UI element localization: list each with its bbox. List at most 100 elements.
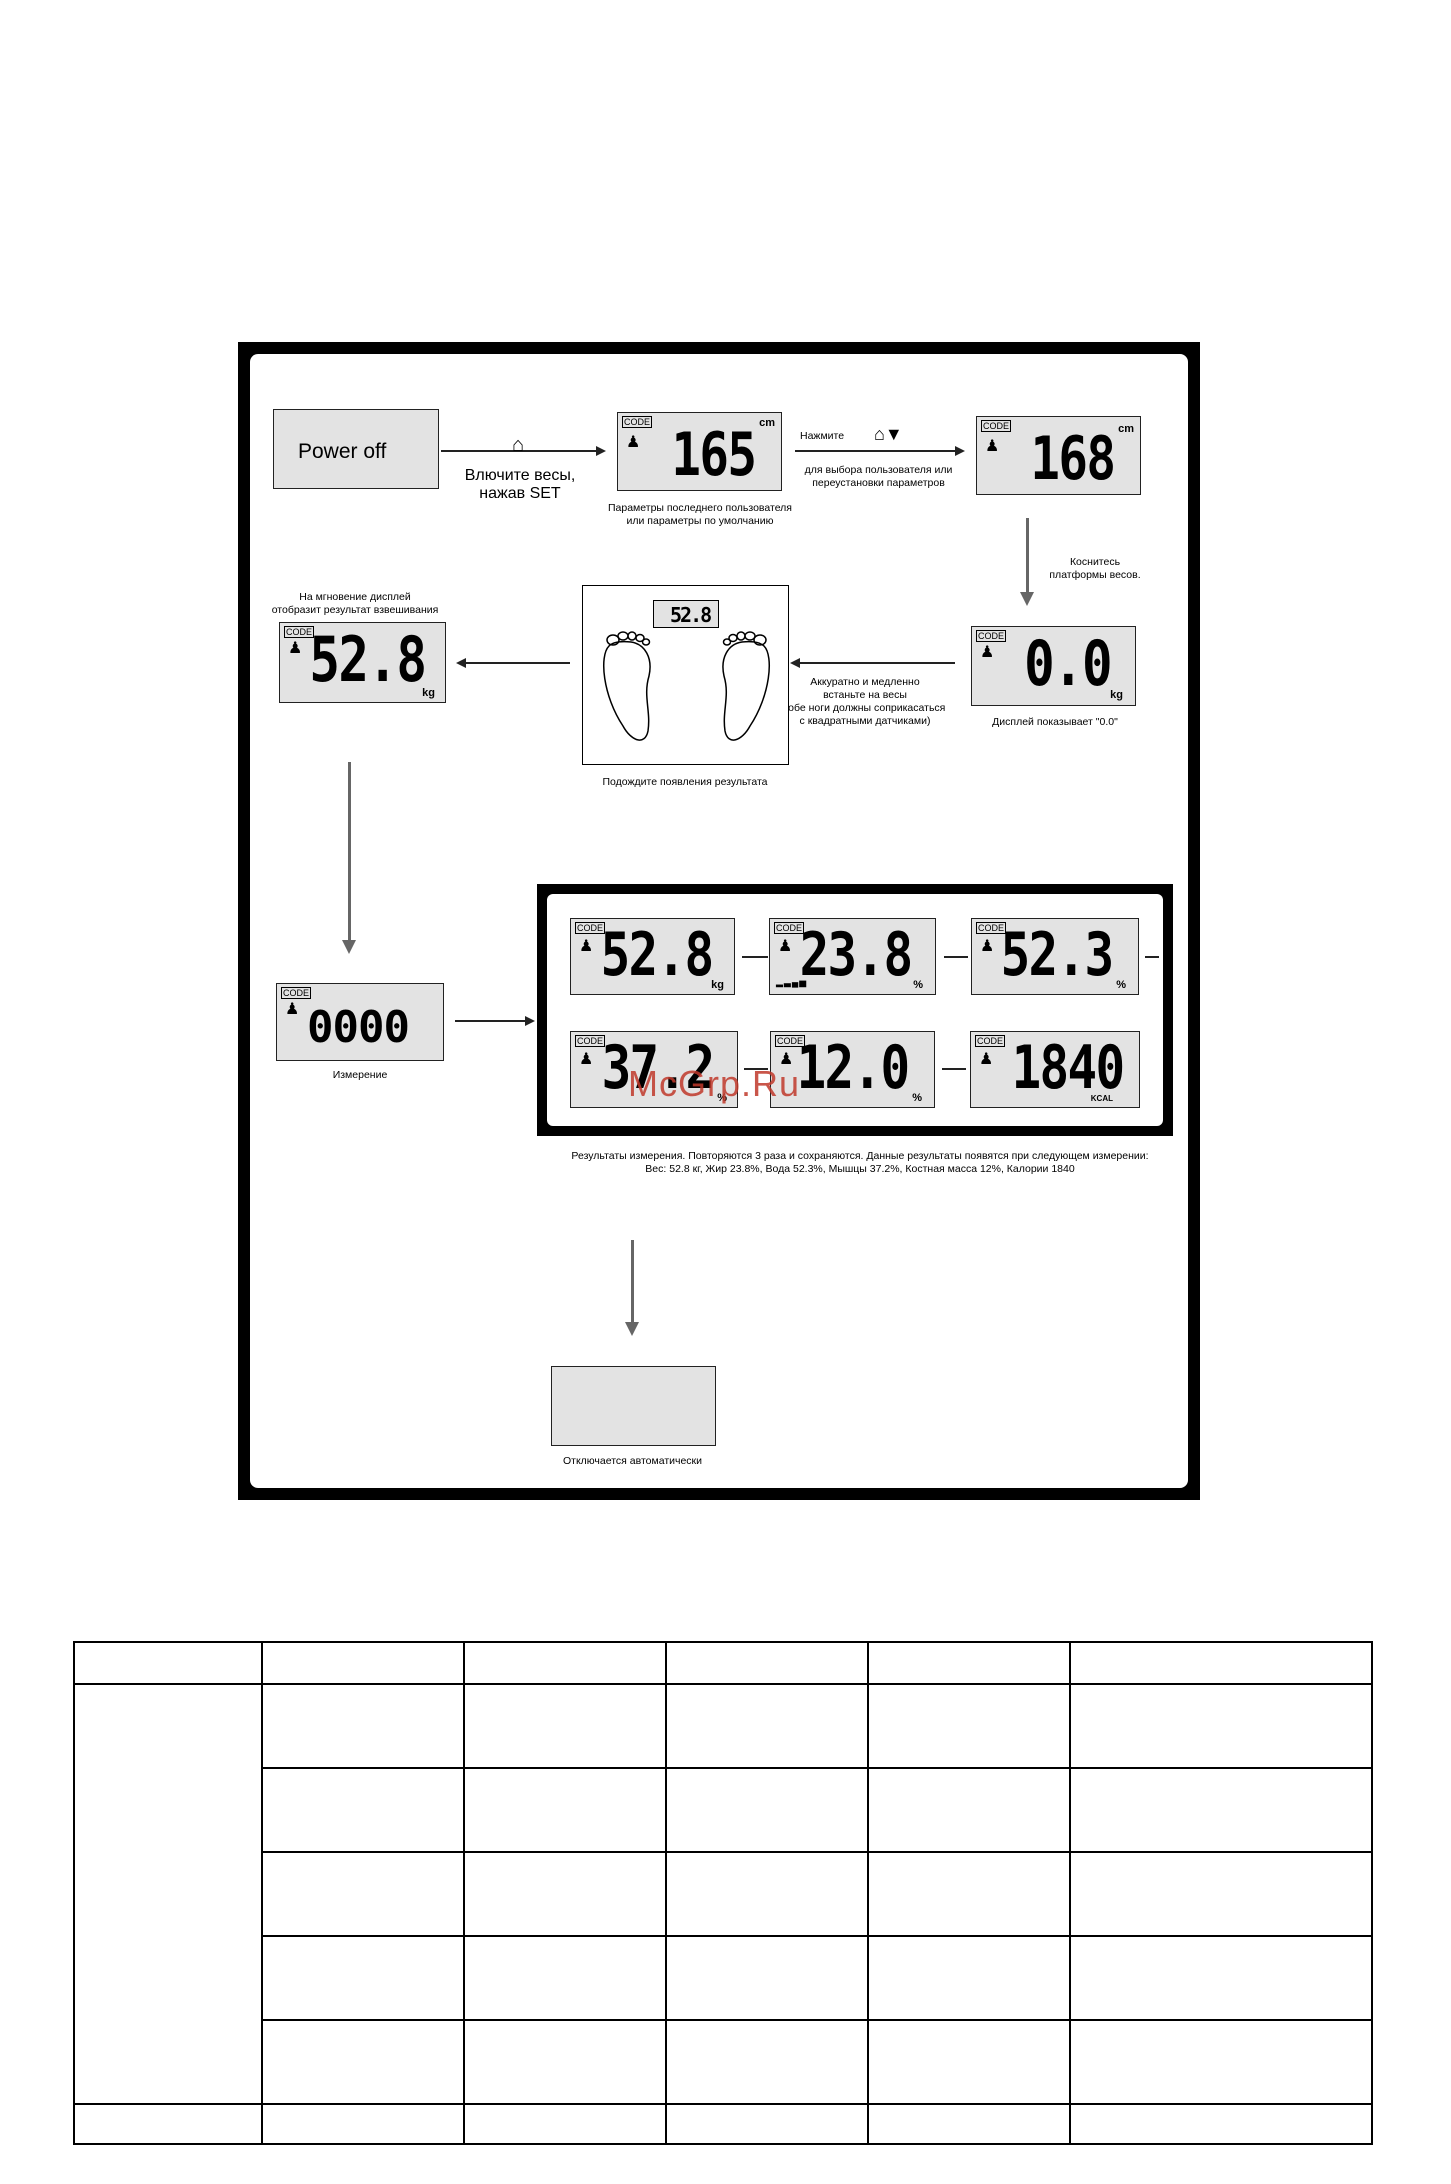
code-label: CODE bbox=[575, 922, 606, 934]
zero-caption: Дисплей показывает "0.0" bbox=[992, 716, 1118, 728]
lcd-value: 1840 bbox=[1011, 1033, 1125, 1103]
lcd-unit: % bbox=[717, 1092, 727, 1104]
user-icon: ♟ bbox=[980, 938, 995, 955]
result-bone: CODE ♟ 12.0 % bbox=[770, 1031, 935, 1108]
lcd-value: 52.3 bbox=[1000, 920, 1114, 990]
auto-off-caption: Отключается автоматически bbox=[562, 1455, 703, 1467]
code-label: CODE bbox=[976, 922, 1007, 934]
lcd-unit: % bbox=[1116, 979, 1126, 991]
lcd-unit: cm bbox=[759, 417, 775, 429]
lcd-unit: kg bbox=[711, 979, 724, 991]
table-cell bbox=[261, 1767, 465, 1853]
scale-display: 52.8 bbox=[653, 600, 719, 628]
lcd-unit: cm bbox=[1118, 423, 1134, 435]
table-cell bbox=[665, 1767, 869, 1853]
lcd-unit: kg bbox=[422, 687, 435, 699]
table-cell bbox=[665, 1641, 869, 1685]
code-label: CODE bbox=[976, 630, 1007, 642]
table-cell bbox=[1069, 1767, 1373, 1853]
lcd-height-168: CODE ♟ 168 cm bbox=[976, 416, 1141, 495]
press-label: Нажмите bbox=[800, 430, 845, 442]
lcd-value: 165 bbox=[671, 420, 757, 490]
lcd-value: 52.8 bbox=[600, 920, 714, 990]
lcd-unit: % bbox=[912, 1092, 922, 1104]
lcd-off bbox=[551, 1366, 716, 1446]
arrow-line bbox=[455, 1020, 525, 1022]
turn-on-caption: Влючите весы, нажав SET bbox=[464, 467, 576, 502]
table-cell bbox=[867, 1767, 1071, 1853]
lcd-unit: % bbox=[913, 979, 923, 991]
table-cell bbox=[665, 2103, 869, 2145]
power-off-label: Power off bbox=[298, 440, 387, 463]
scale-platform: 52.8 bbox=[582, 585, 789, 765]
arrow-line bbox=[944, 956, 968, 958]
lcd-value: 23.8 bbox=[799, 920, 913, 990]
arrow-line bbox=[800, 662, 955, 664]
arrow-head bbox=[955, 446, 965, 456]
arrow-line bbox=[348, 762, 351, 944]
table-cell bbox=[463, 1641, 667, 1685]
arrow-line bbox=[744, 1068, 768, 1070]
arrow-line bbox=[631, 1240, 634, 1326]
code-label: CODE bbox=[775, 1035, 806, 1047]
feet-icon bbox=[603, 631, 770, 741]
table-cell bbox=[1069, 1641, 1373, 1685]
up-down-button-icon: ⌂▼ bbox=[874, 424, 903, 444]
code-label: CODE bbox=[622, 416, 653, 428]
table-cell bbox=[665, 2019, 869, 2105]
table-cell bbox=[261, 2019, 465, 2105]
arrow-line bbox=[466, 662, 570, 664]
user-icon: ♟ bbox=[626, 434, 641, 451]
table-cell bbox=[261, 2103, 465, 2145]
table-cell bbox=[1069, 2019, 1373, 2105]
empty-table bbox=[73, 1641, 1373, 2145]
table-cell bbox=[867, 2103, 1071, 2145]
result-weight: CODE ♟ 52.8 kg bbox=[570, 918, 735, 995]
lcd-value: 12.0 bbox=[796, 1033, 910, 1103]
table-cell bbox=[1069, 1683, 1373, 1769]
code-label: CODE bbox=[981, 420, 1012, 432]
table-cell bbox=[867, 1851, 1071, 1937]
scale-display-value: 52.8 bbox=[670, 603, 712, 627]
arrow-line bbox=[742, 956, 768, 958]
lcd-unit: KCAL bbox=[1090, 1094, 1113, 1103]
fat-bars-icon: ▂▃▄▅ bbox=[776, 977, 808, 987]
table-cell bbox=[463, 2103, 667, 2145]
table-cell bbox=[1069, 2103, 1373, 2145]
user-icon: ♟ bbox=[779, 1051, 794, 1068]
arrow-line bbox=[1145, 956, 1159, 958]
lcd-value: 0000 bbox=[307, 1002, 410, 1053]
table-cell bbox=[867, 1683, 1071, 1769]
result-fat: CODE ♟ ▂▃▄▅ 23.8 % bbox=[769, 918, 936, 995]
result-muscle: CODE ♟ 37.2 % bbox=[570, 1031, 738, 1108]
set-button-icon: ⌂ bbox=[512, 434, 525, 456]
user-icon: ♟ bbox=[579, 1051, 594, 1068]
user-icon: ♟ bbox=[980, 644, 995, 661]
table-cell bbox=[867, 1641, 1071, 1685]
results-caption: Результаты измерения. Повторяются 3 раза… bbox=[571, 1150, 1149, 1175]
table-cell bbox=[261, 1641, 465, 1685]
power-off-display: Power off bbox=[273, 409, 439, 489]
stand-caption: Аккуратно и медленно встаньте на весы (о… bbox=[784, 676, 946, 727]
code-label: CODE bbox=[281, 987, 312, 999]
code-label: CODE bbox=[975, 1035, 1006, 1047]
arrow-head bbox=[525, 1016, 535, 1026]
result-water: CODE ♟ 52.3 % bbox=[971, 918, 1139, 995]
lcd-flash-weight: CODE ♟ 52.8 kg bbox=[279, 622, 446, 703]
table-cell bbox=[1069, 1935, 1373, 2021]
lcd-zero: CODE ♟ 0.0 kg bbox=[971, 626, 1136, 706]
table-cell bbox=[261, 1683, 465, 1769]
table-cell bbox=[261, 1851, 465, 1937]
table-cell bbox=[463, 1683, 667, 1769]
flash-caption: На мгновение дисплей отобразит результат… bbox=[271, 591, 439, 616]
table-cell bbox=[867, 2019, 1071, 2105]
code-label: CODE bbox=[575, 1035, 606, 1047]
scale-caption: Подождите появления результата bbox=[602, 776, 768, 788]
arrow-line bbox=[441, 450, 596, 452]
user-icon: ♟ bbox=[778, 938, 793, 955]
user-icon: ♟ bbox=[985, 438, 1000, 455]
table-cell bbox=[867, 1935, 1071, 2021]
table-cell bbox=[73, 2103, 263, 2145]
lcd-height-165: CODE ♟ 165 cm bbox=[617, 412, 782, 491]
table-cell bbox=[261, 1935, 465, 2021]
